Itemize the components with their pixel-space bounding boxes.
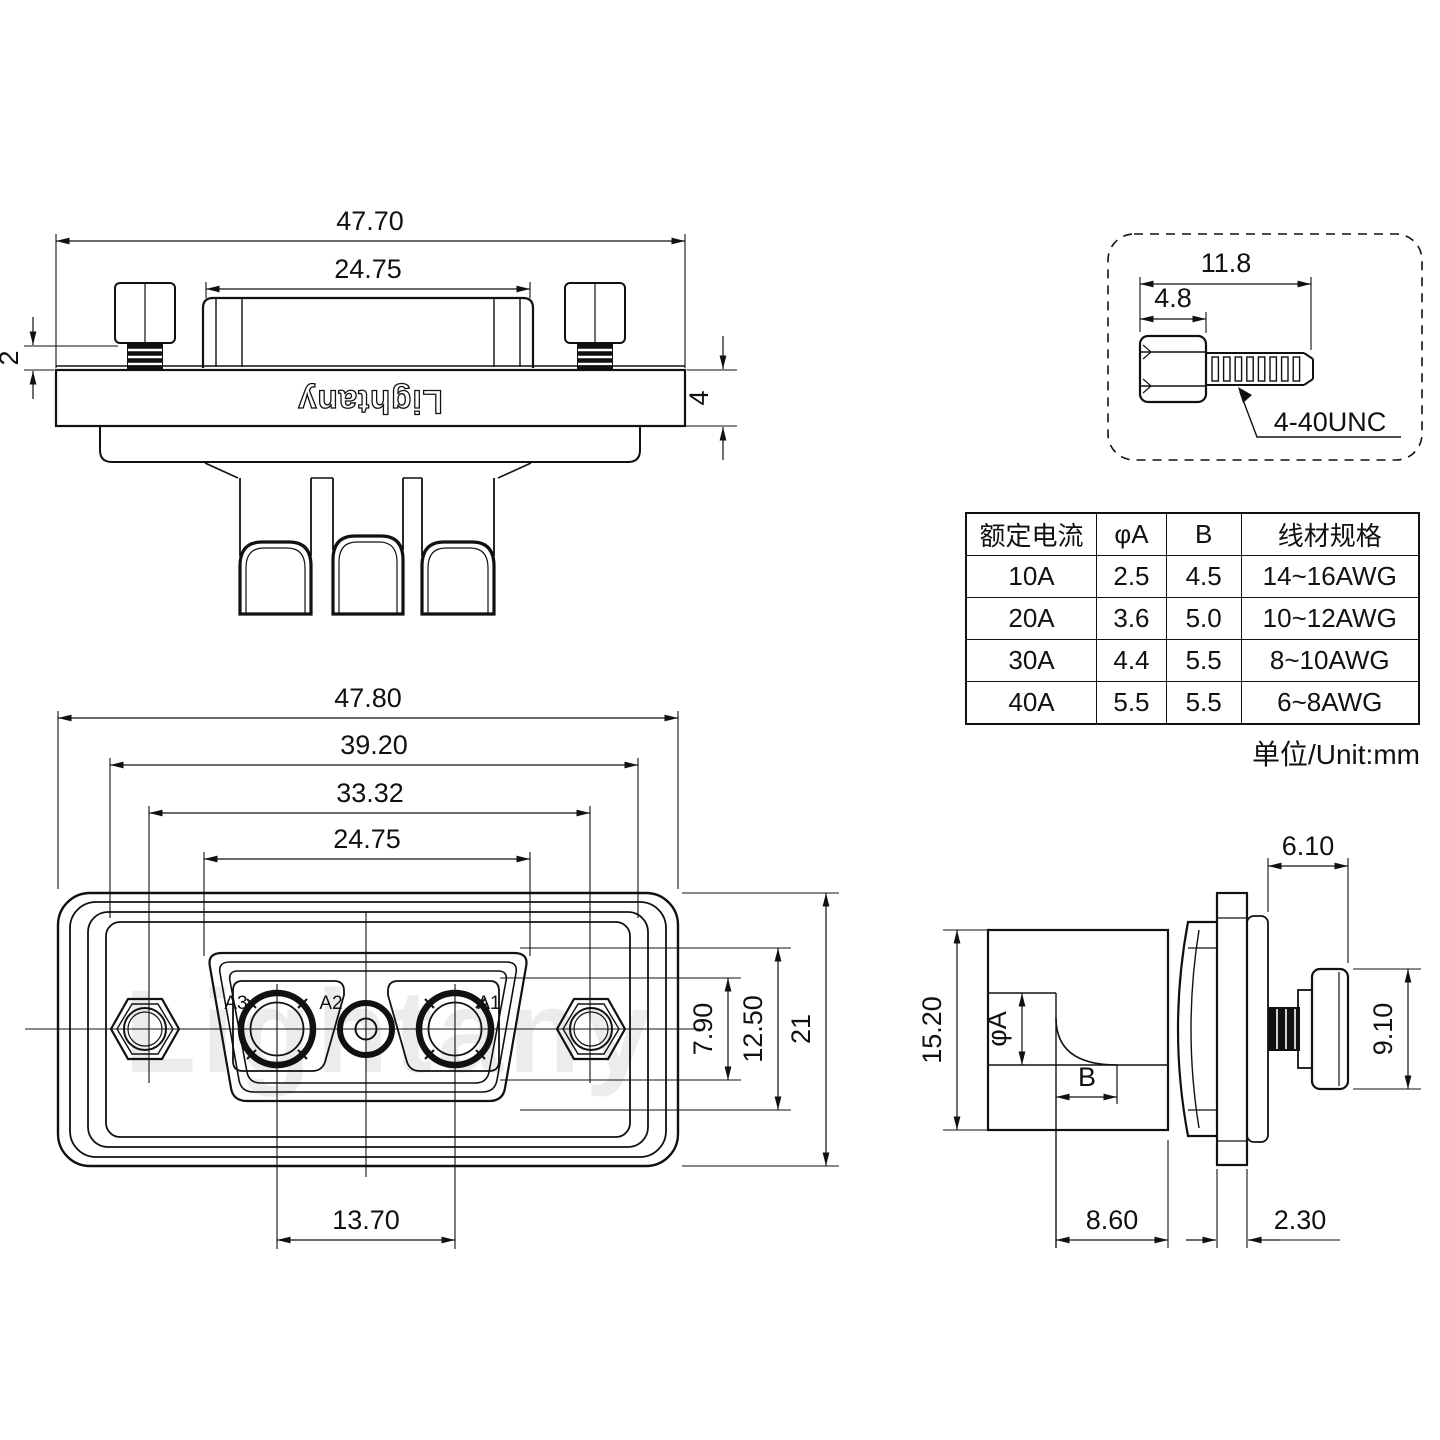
spec-table: 额定电流 φA B 线材规格 10A 2.5 4.5 14~16AWG 20A … — [965, 512, 1420, 725]
dim-side-bore: φA — [982, 1011, 1012, 1047]
col-rated-current: 额定电流 — [965, 512, 1098, 556]
inset-border — [1107, 233, 1423, 461]
cell-phi-a: 4.4 — [1096, 639, 1167, 682]
pin-label-a3: A3 — [224, 993, 247, 1014]
front-view: Lightany 47.80 39.20 33.32 24.75 — [25, 683, 839, 1249]
dim-side-front-offset: 6.10 — [1282, 831, 1335, 861]
table-row: 20A 3.6 5.0 10~12AWG — [965, 597, 1420, 640]
dim-front-insert-w: 33.32 — [336, 778, 404, 808]
dim-screw-total: 11.8 — [1201, 248, 1252, 278]
dim-front-shell: 24.75 — [333, 824, 401, 854]
dim-front-width: 47.80 — [334, 683, 402, 713]
table-row: 40A 5.5 5.5 6~8AWG — [965, 681, 1420, 725]
col-wire-gauge: 线材规格 — [1240, 512, 1420, 556]
dim-front-height: 21 — [786, 1014, 816, 1044]
dim-top-lip: 2 — [0, 350, 24, 365]
dim-top-width: 47.70 — [336, 206, 404, 236]
brand-logo-mirrored: Lightany — [297, 383, 443, 420]
cell-current: 10A — [965, 555, 1098, 598]
col-phi-a: φA — [1096, 512, 1167, 556]
cell-phi-a: 2.5 — [1096, 555, 1167, 598]
cell-current: 20A — [965, 597, 1098, 640]
unit-note: 单位/Unit:mm — [1251, 739, 1420, 770]
dim-top-shell: 24.75 — [334, 254, 402, 284]
contact-a1 — [415, 989, 495, 1069]
cell-current: 40A — [965, 681, 1098, 725]
table-row: 10A 2.5 4.5 14~16AWG — [965, 555, 1420, 598]
spec-table-header-row: 额定电流 φA B 线材规格 — [965, 512, 1420, 556]
dim-side-depth: B — [1078, 1062, 1096, 1092]
cell-b: 5.5 — [1165, 681, 1242, 725]
dim-side-flange-t: 2.30 — [1274, 1205, 1327, 1235]
contact-a3 — [237, 989, 317, 1069]
top-view: 47.70 24.75 Lightany 2 — [0, 206, 737, 616]
screw-detail-inset: 11.8 4.8 4-40UNC — [1107, 233, 1423, 461]
cell-b: 5.5 — [1165, 639, 1242, 682]
table-row: 30A 4.4 5.5 8~10AWG — [965, 639, 1420, 682]
dim-front-pin-pitch: 13.70 — [332, 1205, 400, 1235]
dim-side-screw-h: 9.10 — [1368, 1003, 1398, 1056]
dim-front-aperture: 7.90 — [688, 1003, 718, 1056]
cell-phi-a: 5.5 — [1096, 681, 1167, 725]
cell-b: 5.0 — [1165, 597, 1242, 640]
cell-wire: 6~8AWG — [1240, 681, 1420, 725]
dim-side-body-h: 15.20 — [917, 996, 947, 1064]
dim-side-body-len: 8.60 — [1086, 1205, 1139, 1235]
dim-screw-head: 4.8 — [1154, 283, 1192, 313]
cell-wire: 10~12AWG — [1240, 597, 1420, 640]
cell-current: 30A — [965, 639, 1098, 682]
col-b: B — [1165, 512, 1242, 556]
pin-label-a2: A2 — [319, 993, 342, 1014]
dim-top-flange: 4 — [684, 390, 714, 405]
thread-spec-label: 4-40UNC — [1274, 407, 1387, 437]
cell-wire: 14~16AWG — [1240, 555, 1420, 598]
cell-phi-a: 3.6 — [1096, 597, 1167, 640]
cell-b: 4.5 — [1165, 555, 1242, 598]
dim-front-mount: 39.20 — [340, 730, 408, 760]
pin-label-a1: A1 — [477, 993, 500, 1014]
contact-a2 — [337, 1000, 395, 1058]
dim-front-insert-h: 12.50 — [738, 995, 768, 1063]
side-view: 6.10 9.10 15.20 φA B 8.60 2.30 — [917, 831, 1421, 1248]
cell-wire: 8~10AWG — [1240, 639, 1420, 682]
